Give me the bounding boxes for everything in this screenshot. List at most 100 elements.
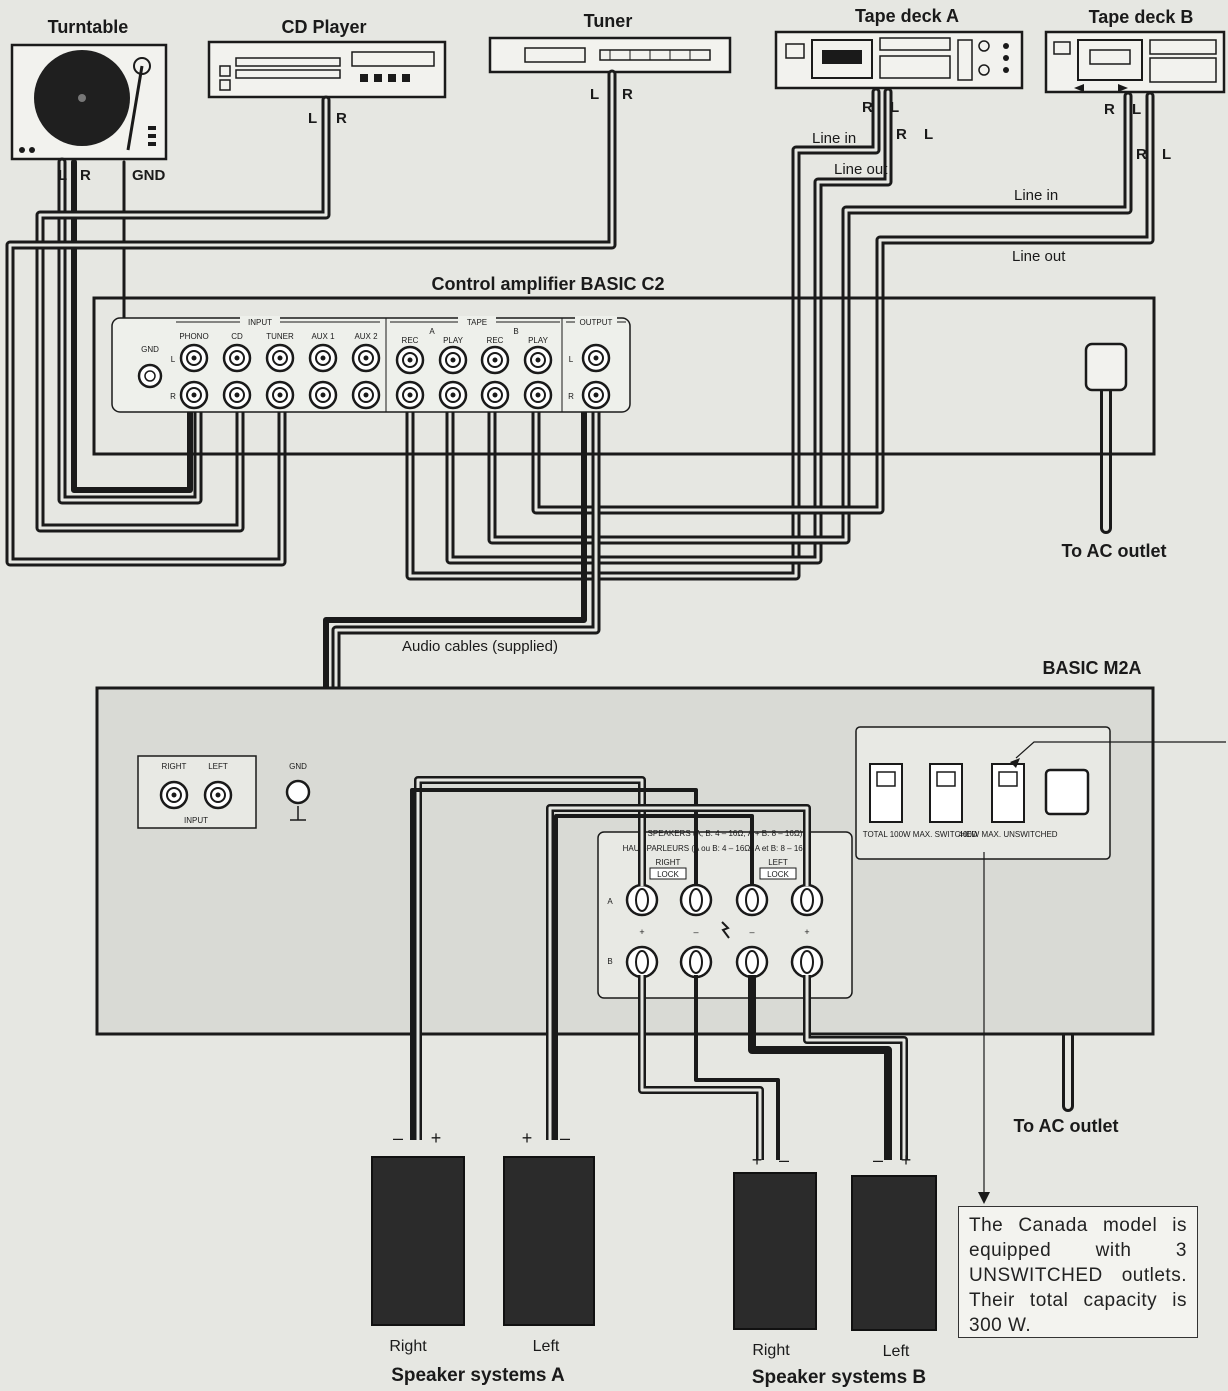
c2-phono-l-jack[interactable] [179,343,209,373]
c2-tuner-r-jack[interactable] [265,380,295,410]
turntable-label: Turntable [48,17,129,37]
turntable [10,43,168,161]
c2-cd-l-jack[interactable] [222,343,252,373]
m2a-gnd-terminal[interactable] [285,779,311,805]
c2-tape-b-play-r-jack[interactable] [523,380,553,410]
speaker-systems-a-label: Speaker systems A [391,1365,565,1386]
m2a-right-lock[interactable] [649,867,687,880]
m2a-b-right-minus-terminal[interactable] [679,945,713,979]
c2-aux2-l-jack[interactable] [351,343,381,373]
turntable-l-label: L [58,167,67,184]
speaker-a-left-label: Left [533,1338,560,1355]
c2-output-r-jack[interactable] [581,380,611,410]
power-amp-label: BASIC M2A [1042,658,1141,678]
deck-a-rec-l: L [890,99,899,116]
m2a-unswitched-label: 400W MAX. UNSWITCHED [958,830,1057,839]
c2-tape-b-rec-r-jack[interactable] [480,380,510,410]
m2a-right-input-jack[interactable] [159,780,189,810]
c2-cd-r-jack[interactable] [222,380,252,410]
tuner-r-label: R [622,86,633,103]
m2a-switched-outlet-1[interactable] [869,763,903,823]
speaker-a-right-plus: + [431,1128,442,1148]
c2-gnd-terminal[interactable] [137,363,163,389]
c2-tuner-l-jack[interactable] [265,343,295,373]
c2-tape-b-rec-l-jack[interactable] [480,345,510,375]
m2a-unswitched-outlet[interactable] [991,763,1025,823]
tuner-label: Tuner [584,11,633,31]
outlet-pointer-line [1015,741,1226,759]
speaker-systems-b-label: Speaker systems B [752,1367,926,1388]
speaker-b-right [733,1172,817,1330]
m2a-haut-parleurs-spec: HAUT-PARLEURS (A ou B: 4 – 16Ω, A et B: … [623,844,812,853]
m2a-row-b-label: B [607,957,612,966]
speaker-b-left-label: Left [883,1343,910,1360]
c2-tape-a-rec-r-jack[interactable] [395,380,425,410]
c2-to-ac-outlet-label: To AC outlet [1062,541,1167,561]
c2-gnd-label: GND [141,345,159,354]
m2a-speakers-spec: SPEAKERS (A, B: 4 – 16Ω, A + B: 8 – 16Ω) [648,829,803,838]
m2a-a-left-minus-terminal[interactable] [735,883,769,917]
shock-hazard-icon [721,921,730,939]
speaker-cables [410,776,908,1160]
m2a-to-ac-outlet-label: To AC outlet [1014,1116,1119,1136]
m2a-terminal-left-label: LEFT [768,858,788,867]
speaker-a-right [371,1156,465,1326]
c2-tape-b-play-l-jack[interactable] [523,345,553,375]
c2-tape-a-play-r-jack[interactable] [438,380,468,410]
deck-b-rec-r: R [1104,101,1115,118]
m2a-switched-outlet-2[interactable] [929,763,963,823]
c2-output-l-jack[interactable] [581,343,611,373]
deck-b-rec-l: L [1132,101,1141,118]
c2-ac-cord-inlet[interactable] [1084,342,1128,392]
m2a-terminal-right-label: RIGHT [656,858,681,867]
deck-a-rec-r: R [862,99,873,116]
c2-tape-a-play-l-jack[interactable] [438,345,468,375]
deck-a-line-out: Line out [834,161,888,178]
speaker-a-right-minus: – [393,1128,403,1148]
speaker-b-right-minus: – [779,1150,789,1170]
m2a-row-a-label: A [607,897,613,906]
m2a-left-input-jack[interactable] [203,780,233,810]
tape-deck-a [774,30,1024,90]
m2a-ac-cord-inlet[interactable] [1044,768,1090,816]
speaker-b-right-label: Right [752,1342,790,1359]
tuner-l-label: L [590,86,599,103]
c2-tape-a-rec-l-jack[interactable] [395,345,425,375]
m2a-gnd-label: GND [289,762,307,771]
c2-tape-heading: TAPE [467,318,487,327]
m2a-col2-polarity: – [693,927,698,937]
c2-tape-a-play-label: PLAY [443,336,464,345]
m2a-a-right-plus-terminal[interactable] [625,883,659,917]
speaker-b-left-plus: + [901,1150,912,1170]
speaker-b-left [851,1175,937,1331]
m2a-b-right-plus-terminal[interactable] [625,945,659,979]
c2-input-l-marker: L [171,355,176,364]
m2a-b-left-plus-terminal[interactable] [790,945,824,979]
m2a-a-left-plus-terminal[interactable] [790,883,824,917]
tonearm [126,65,144,151]
c2-aux2-r-jack[interactable] [351,380,381,410]
c2-tape-b-rec-label: REC [487,336,504,345]
c2-tape-a-rec-label: REC [402,336,419,345]
m2a-left-label: LEFT [208,762,228,771]
m2a-left-lock[interactable] [759,867,797,880]
deck-b-line-out: Line out [1012,248,1066,265]
c2-phono-r-jack[interactable] [179,380,209,410]
m2a-switched-label: TOTAL 100W MAX. SWITCHED [863,830,978,839]
audio-cables-label: Audio cables (supplied) [402,638,558,655]
speaker-b-right-plus: + [752,1150,763,1170]
deck-b-play-l: L [1162,146,1171,163]
c2-tape-a-label: A [429,327,435,336]
deck-b-play-r: R [1136,146,1147,163]
c2-aux1-l-jack[interactable] [308,343,338,373]
cd-player [207,40,447,99]
m2a-col1-polarity: + [639,927,644,937]
m2a-a-right-minus-terminal[interactable] [679,883,713,917]
canada-model-note: The Canada model is equipped with 3 UNSW… [958,1206,1198,1338]
m2a-b-left-minus-terminal[interactable] [735,945,769,979]
cd-player-label: CD Player [281,17,366,37]
speaker-a-left [503,1156,595,1326]
c2-aux1-r-jack[interactable] [308,380,338,410]
m2a-ac-outlet-panel [855,726,1111,860]
cd-r-label: R [336,110,347,127]
